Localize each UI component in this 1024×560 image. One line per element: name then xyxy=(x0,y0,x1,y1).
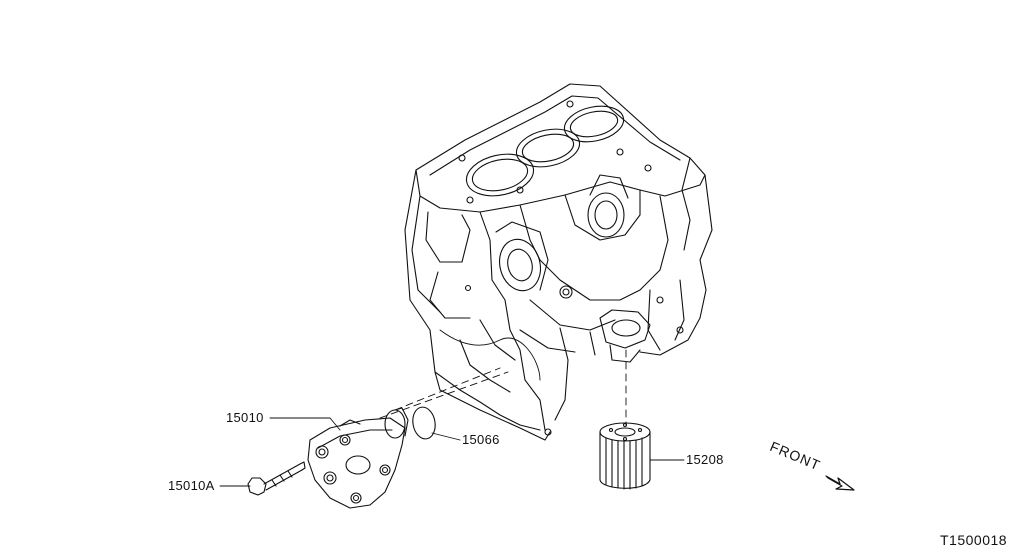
diagram-code: T1500018 xyxy=(940,532,1008,548)
part-label-oil-pump: 15010 xyxy=(226,410,264,425)
assembly-lines xyxy=(379,349,627,426)
oil-filter-illustration xyxy=(599,422,651,490)
part-label-oil-pump-gasket: 15066 xyxy=(462,432,500,447)
front-arrow-icon xyxy=(825,475,855,491)
oil-pump-bolt-illustration xyxy=(247,461,306,496)
cylinder-block-illustration xyxy=(404,83,713,441)
leader-lines xyxy=(219,417,685,487)
oil-pump-gasket-illustration xyxy=(412,406,436,440)
part-label-oil-filter: 15208 xyxy=(686,452,724,467)
oil-pump-illustration xyxy=(307,407,409,509)
part-label-oil-pump-bolt: 15010A xyxy=(168,478,215,493)
